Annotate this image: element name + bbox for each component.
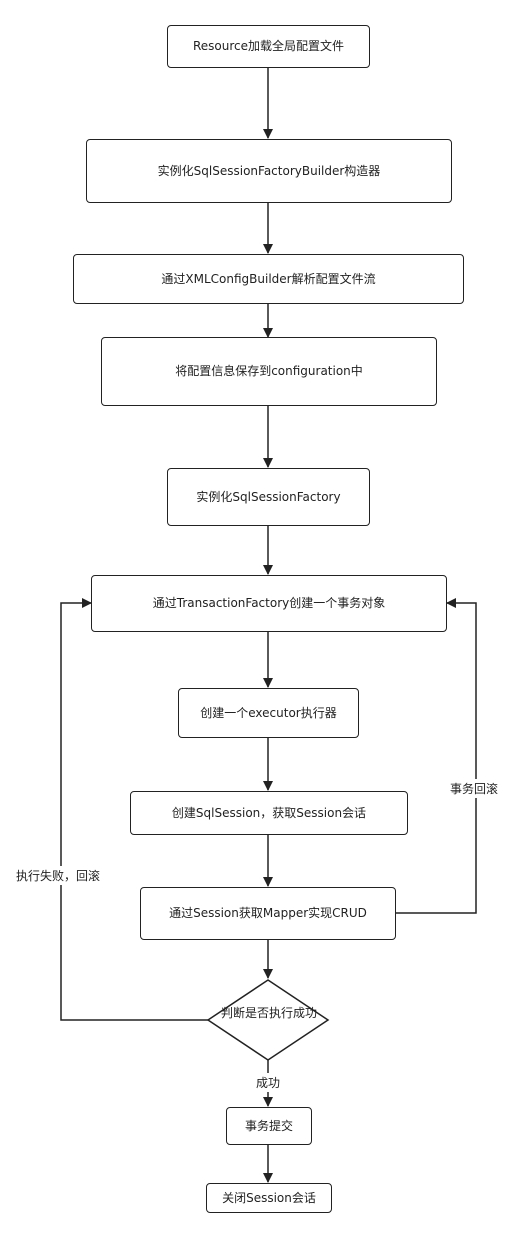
node-get-mapper-crud: 通过Session获取Mapper实现CRUD — [140, 887, 396, 940]
node-instantiate-builder: 实例化SqlSessionFactoryBuilder构造器 — [86, 139, 452, 203]
node-parse-config: 通过XMLConfigBuilder解析配置文件流 — [73, 254, 464, 304]
edge-n9-rollback-n6 — [396, 598, 477, 914]
node-create-executor: 创建一个executor执行器 — [178, 688, 359, 738]
decision-label: 判断是否执行成功 — [220, 1006, 317, 1020]
node-close-session: 关闭Session会话 — [206, 1183, 332, 1213]
node-save-configuration: 将配置信息保存到configuration中 — [101, 337, 437, 406]
label-rollback: 事务回滚 — [448, 779, 501, 798]
node-commit-transaction: 事务提交 — [226, 1107, 312, 1145]
label-success: 成功 — [254, 1073, 283, 1092]
decision-diamond — [206, 979, 330, 1061]
node-create-transaction: 通过TransactionFactory创建一个事务对象 — [91, 575, 447, 632]
node-instantiate-factory: 实例化SqlSessionFactory — [167, 468, 370, 526]
node-load-config: Resource加载全局配置文件 — [167, 25, 370, 68]
node-create-sqlsession: 创建SqlSession，获取Session会话 — [130, 791, 408, 835]
label-fail-rollback: 执行失败，回滚 — [14, 866, 103, 885]
edge-decision-fail-n6 — [60, 598, 209, 1021]
